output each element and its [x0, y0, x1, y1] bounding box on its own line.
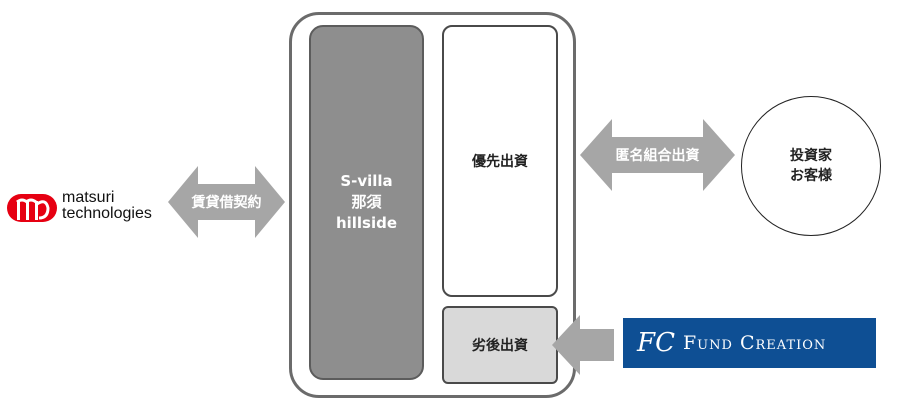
fund-creation-name: Fund Creation [683, 332, 827, 354]
fund-creation-mark: FC [637, 328, 675, 358]
silent-partnership-label: 匿名組合出資 [615, 148, 700, 164]
investor-circle: 投資家 お客様 [741, 96, 881, 236]
junior-investment-label: 劣後出資 [472, 338, 528, 354]
senior-investment-label: 優先出資 [472, 154, 528, 170]
lease-agreement-label: 賃貸借契約 [191, 195, 262, 211]
svilla-asset-block: S-villa 那須 hillside [309, 25, 424, 380]
junior-investment-block: 劣後出資 [442, 306, 558, 384]
double-arrow-shape [168, 166, 285, 238]
matsuri-logo-text: matsuri technologies [62, 190, 152, 222]
svilla-name: S-villa [340, 172, 393, 190]
svilla-location: 那須 [351, 193, 382, 211]
senior-investment-block: 優先出資 [442, 25, 558, 297]
matsuri-logo-mark [7, 194, 57, 222]
silent-partnership-arrow: 匿名組合出資 [580, 119, 735, 191]
investor-label: 投資家 [790, 148, 832, 164]
junior-investment-arrow [552, 315, 614, 375]
fund-creation-logo: FC Fund Creation [623, 318, 876, 368]
svilla-subtitle: hillside [335, 214, 398, 232]
double-arrow-shape [580, 119, 735, 191]
customer-label: お客様 [790, 168, 832, 184]
matsuri-technologies-logo: matsuri technologies [6, 190, 181, 226]
matsuri-logo-line2: technologies [62, 205, 152, 222]
lease-agreement-arrow: 賃貸借契約 [168, 166, 285, 238]
matsuri-logo-line1: matsuri [62, 189, 115, 206]
